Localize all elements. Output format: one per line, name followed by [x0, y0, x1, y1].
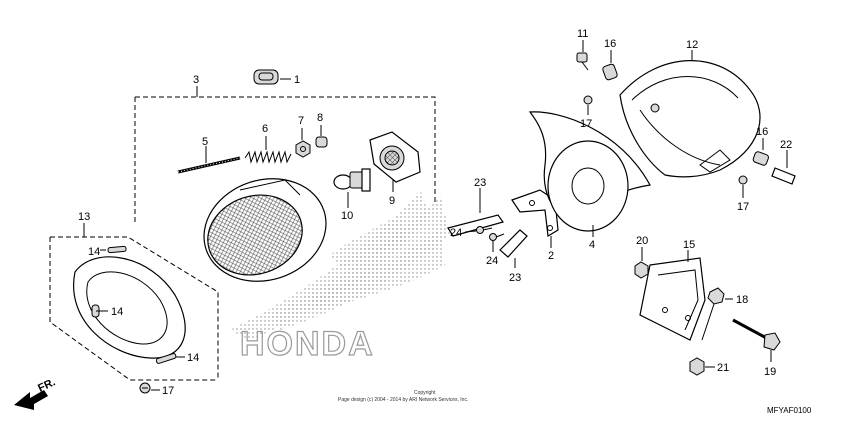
part-23-stay-upper: [447, 214, 504, 237]
honda-wing-watermark: [230, 190, 450, 340]
callout-labels: 1 2 3 4 5 6 7 8 9 10 11 12 13 14 14 14 1…: [78, 28, 792, 397]
callout-9: 9: [389, 195, 395, 207]
part-14-clip-lower: [155, 353, 177, 364]
part-11-bolt: [576, 52, 589, 71]
callout-1: 1: [294, 74, 300, 86]
part-16-collar-upper: [602, 63, 618, 81]
part-20-nut: [634, 261, 649, 279]
honda-watermark-text: HONDA: [240, 325, 375, 363]
front-direction-label: FR.: [36, 376, 57, 394]
callout-6: 6: [262, 123, 268, 135]
callout-21: 21: [717, 362, 729, 374]
callout-18: 18: [736, 294, 748, 306]
copyright-line-2: Page design (c) 2004 - 2014 by ARI Netwo…: [338, 397, 468, 403]
part-6-spring: [244, 150, 292, 164]
part-4-cover: [528, 111, 651, 232]
callout-7: 7: [298, 115, 304, 127]
part-5-adjusting-screw: [177, 156, 241, 174]
callout-24a: 24: [450, 227, 462, 239]
part-14-clip: [107, 245, 127, 254]
callout-19: 19: [764, 366, 776, 378]
callout-11: 11: [577, 28, 588, 40]
callout-16b: 16: [756, 126, 768, 138]
callout-22: 22: [780, 139, 792, 151]
callout-20: 20: [636, 235, 648, 247]
part-24-screw-lower: [489, 233, 505, 241]
callout-16a: 16: [604, 38, 616, 50]
part-15-mounting-bracket: [639, 257, 706, 341]
part-21-nut: [689, 357, 705, 376]
part-22-bolt: [771, 167, 796, 185]
part-18-bolt: [701, 287, 725, 341]
headlight-unit: [203, 178, 327, 282]
part-16-collar-right: [752, 151, 769, 166]
callout-17a: 17: [580, 118, 592, 130]
callout-23b: 23: [509, 272, 521, 284]
rim-group-box: [49, 236, 219, 381]
callout-14c: 14: [187, 352, 199, 364]
callout-2: 2: [548, 250, 554, 262]
callout-4: 4: [589, 239, 595, 251]
diagram-code: MFYAF0100: [767, 406, 812, 415]
front-direction-arrow: [14, 390, 48, 410]
part-1-grommet: [253, 69, 279, 85]
callout-12: 12: [686, 39, 698, 51]
part-13-headlight-rim: [73, 256, 186, 359]
part-17-screw-lower-left: [139, 382, 151, 394]
callout-15: 15: [683, 239, 695, 251]
callout-17b: 17: [737, 201, 749, 213]
part-2-bracket: [511, 189, 559, 237]
part-17-screw-upper-right: [583, 95, 593, 105]
callout-23a: 23: [474, 177, 486, 189]
part-19-long-bolt: [732, 318, 781, 351]
callout-10: 10: [341, 210, 353, 222]
headlight-assembly-box: [134, 96, 436, 225]
callout-3: 3: [193, 74, 199, 86]
callout-14b: 14: [111, 306, 123, 318]
part-9-bulb-socket: [369, 131, 421, 183]
part-12-headlight-case: [619, 60, 761, 178]
part-7-nut: [295, 140, 311, 158]
callout-8: 8: [317, 112, 323, 124]
callout-14a: 14: [88, 246, 100, 258]
callout-24b: 24: [486, 255, 498, 267]
part-10-bulb: [333, 168, 371, 192]
callout-17c: 17: [162, 385, 174, 397]
callout-13: 13: [78, 211, 90, 223]
part-23-stay-lower: [499, 229, 528, 258]
callout-5: 5: [202, 136, 208, 148]
part-24-screw-upper: [476, 226, 493, 234]
part-8-collar: [315, 136, 328, 148]
part-17-screw-lower-right: [738, 175, 748, 185]
copyright-line-1: Copyright: [414, 390, 436, 396]
